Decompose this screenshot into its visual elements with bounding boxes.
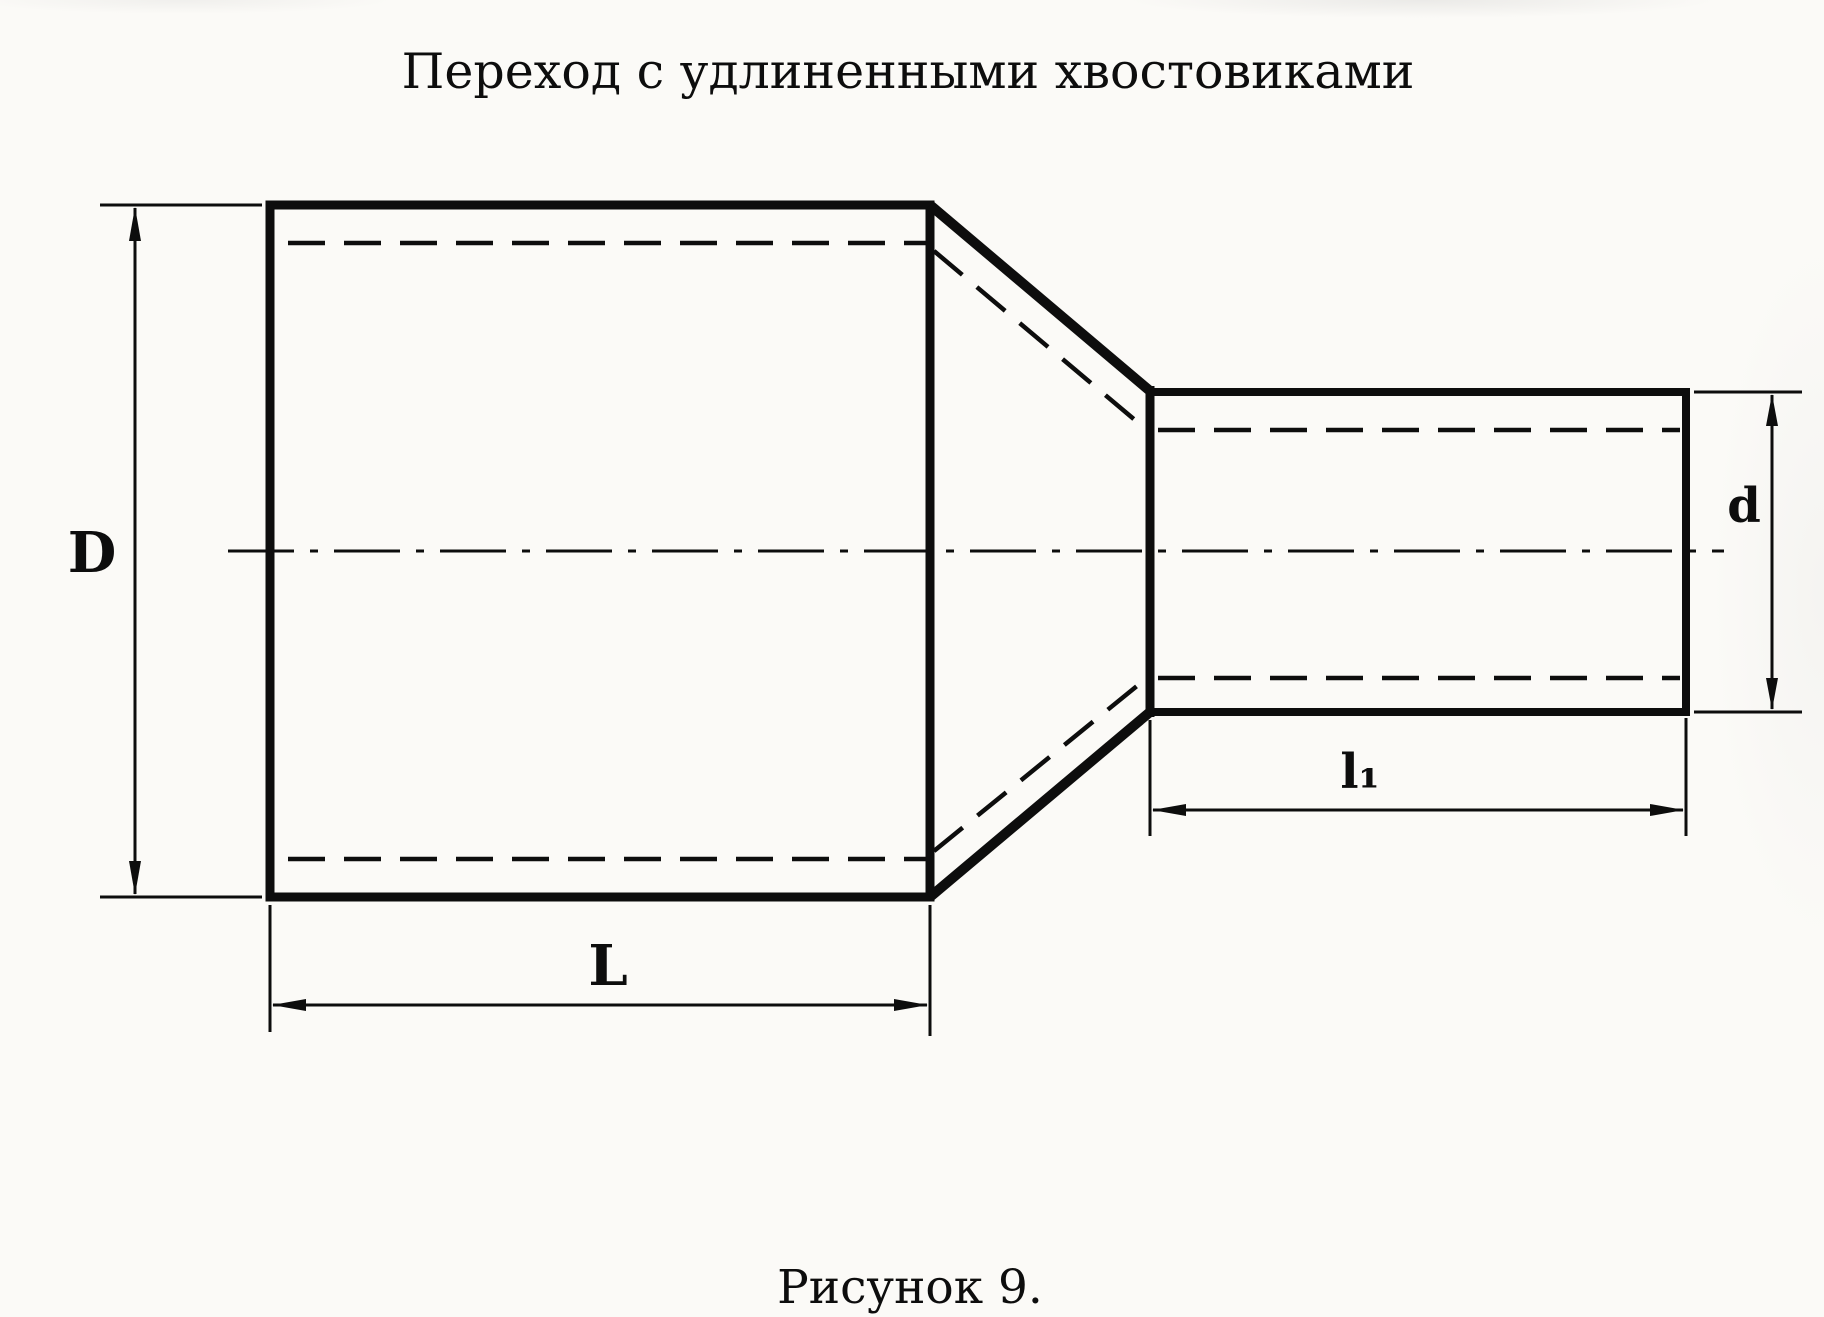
dimension-l1-label: l₁ [1340, 744, 1379, 800]
cone-bottom-edge [926, 708, 1154, 901]
dimension-D: D [68, 203, 262, 899]
dimension-l1-arrow-right [1650, 804, 1684, 816]
dimension-L-label: L [588, 933, 627, 999]
dimension-d-label: d [1727, 478, 1761, 534]
dimension-D-arrow-down [129, 861, 141, 895]
dimension-L-arrow-left [272, 999, 306, 1011]
dimension-L: L [268, 905, 932, 1036]
dimension-d-arrow-down [1766, 678, 1778, 710]
inner-wall-dashed-lines [288, 240, 1680, 862]
dimension-l1-arrow-left [1152, 804, 1186, 816]
cone-top-edge [926, 201, 1154, 395]
small-pipe-outline [1146, 388, 1690, 716]
figure-caption: Рисунок 9. [777, 1260, 1043, 1315]
dimension-d: d [1694, 390, 1802, 714]
drawing-title: Переход с удлиненными хвостовиками [402, 43, 1415, 100]
dimension-D-label: D [68, 520, 117, 586]
dimension-l1: l₁ [1148, 718, 1688, 836]
dimension-L-arrow-right [894, 999, 928, 1011]
dimension-D-arrow-up [129, 207, 141, 241]
dimension-d-arrow-up [1766, 394, 1778, 426]
cone-inner-bottom-line [932, 675, 1150, 853]
cone-inner-top-line [932, 249, 1150, 433]
